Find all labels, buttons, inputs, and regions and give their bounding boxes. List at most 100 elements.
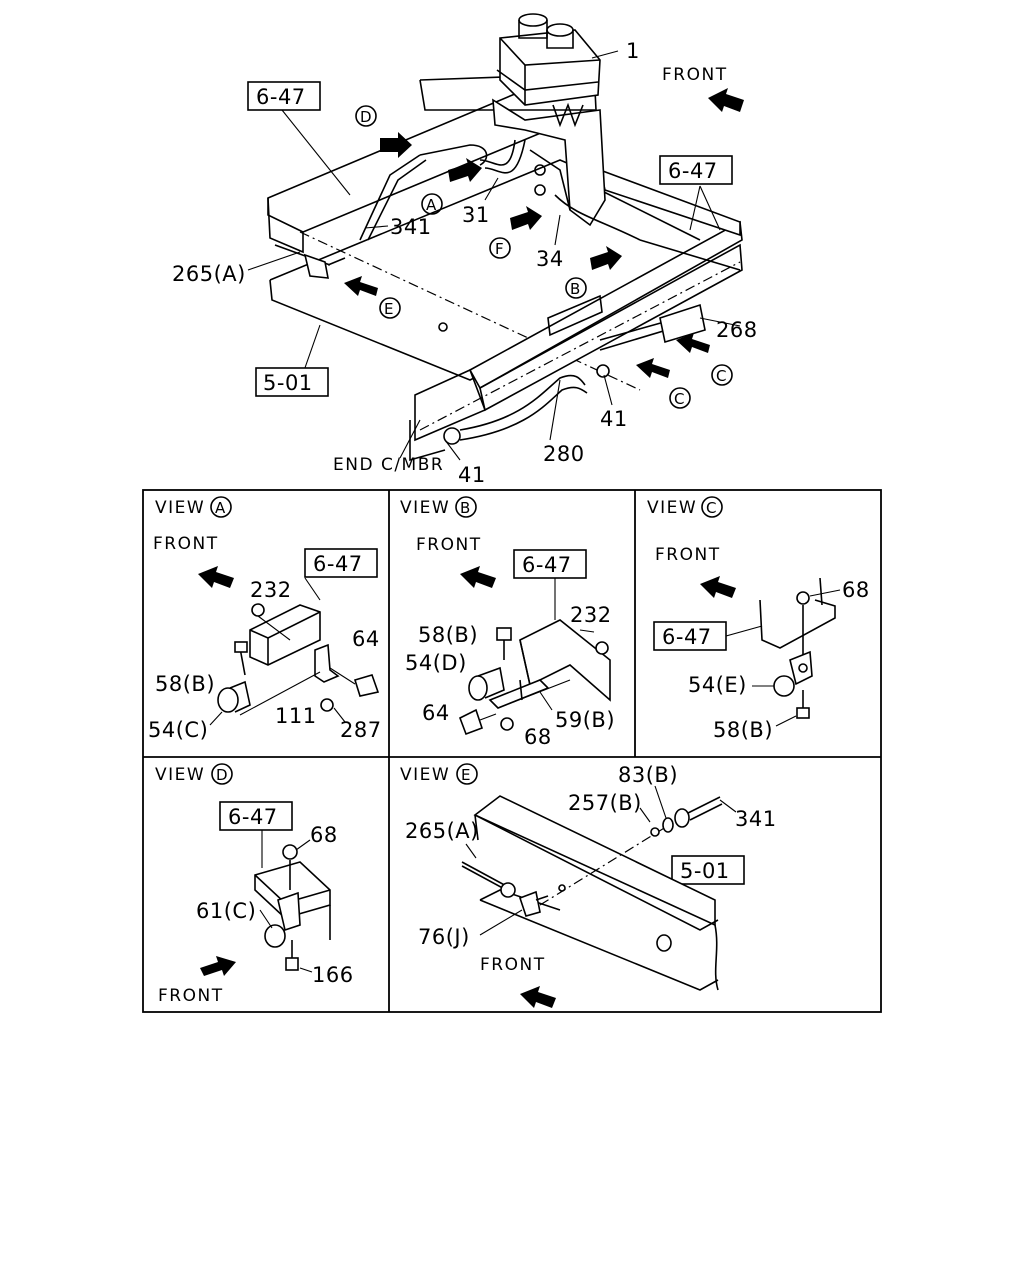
label-part-268: 268 [716,318,758,342]
circled-letter-icon [489,237,511,259]
cross-member-front [468,220,743,390]
reservoir-tank [492,13,606,227]
label-part-58b: 58(B) [713,718,773,742]
label-part-68: 68 [842,578,870,602]
front-label: FRONT [416,535,482,555]
label-ref-6-47: 6-47 [668,159,718,183]
circled-letter-icon [565,277,587,299]
front-arrow-icon [708,88,744,112]
ref-label: 6-47 [228,805,278,829]
circled-letter-icon [455,496,477,518]
panel-view-b: VIEW B FRONT 6-47 232 58(B) 54(D) 64 68 … [400,496,615,749]
front-arrow-icon [460,566,496,588]
label-part-59b: 59(B) [555,708,615,732]
panel-view-c: VIEW C FRONT 6-47 68 54(E) 58(B) [647,496,870,742]
front-arrow-icon [200,956,236,976]
front-arrow-icon [520,986,556,1008]
label-part-232: 232 [250,578,292,602]
view-arrow-icon [510,206,542,230]
panel-view-a: VIEW A FRONT 6-47 232 64 58(B) 54(C) 111… [148,496,382,742]
ref-label: 5-01 [680,859,730,883]
ref-box-6-47 [219,801,293,831]
circled-letter-icon [211,763,233,785]
label-ref-5-01: 5-01 [263,371,313,395]
label-view-c: C [674,390,684,408]
circled-letter-icon [355,105,377,127]
label-part-83b: 83(B) [618,763,678,787]
label-view-a: A [426,196,437,214]
label-part-166: 166 [312,963,354,987]
ref-label: 6-47 [522,553,572,577]
ref-box-6-47 [513,549,587,579]
view-arrow-icon [676,333,710,353]
pipe-341 [359,154,421,241]
label-part-34: 34 [536,247,564,271]
view-arrow-icon [344,276,378,296]
ref-box-6-47 [247,81,321,111]
label-part-61c: 61(C) [196,899,256,923]
label-ref-6-47: 6-47 [256,85,306,109]
label-part-265a: 265(A) [405,819,479,843]
view-title-letter: E [461,766,470,784]
label-part-68: 68 [310,823,338,847]
label-part-111: 111 [275,704,317,728]
label-part-265a: 265(A) [172,262,246,286]
view-arrow-icon [590,246,622,270]
view-arrow-icon [636,358,670,378]
label-part-41: 41 [458,463,486,487]
view-title-word: VIEW [647,498,697,518]
view-title-word: VIEW [155,498,205,518]
label-part-280: 280 [543,442,585,466]
ref-box-6-47 [653,621,727,651]
label-part-41: 41 [600,407,628,431]
label-part-54c: 54(C) [148,718,208,742]
label-part-58b: 58(B) [418,623,478,647]
front-label: FRONT [655,545,721,565]
main-assembly: 1 FRONT 6-47 6-47 D A F B E C C 31 341 3… [172,13,758,487]
ref-box-5-01 [671,855,745,885]
circled-letter-icon [701,496,723,518]
label-part-341: 341 [735,807,777,831]
ref-box-6-47 [659,155,733,185]
hose-34 [554,194,641,241]
view-title-letter: C [706,499,716,517]
front-arrow-icon [198,566,234,588]
label-part-54d: 54(D) [405,651,467,675]
view-title-letter: D [216,766,228,784]
label-part-68: 68 [524,725,552,749]
front-label: FRONT [158,986,224,1006]
circled-letter-icon [421,193,443,215]
ref-label: 6-47 [662,625,712,649]
label-part-287: 287 [340,718,382,742]
label-part-64: 64 [422,701,450,725]
label-view-c: C [716,367,726,385]
panel-view-d: VIEW D 6-47 68 61(C) 166 FRONT [155,763,354,1006]
label-view-b: B [570,280,580,298]
label-part-1: 1 [626,39,640,63]
label-view-d: D [360,108,372,126]
circled-letter-icon [711,364,733,386]
front-label: FRONT [480,955,546,975]
label-front: FRONT [662,65,728,85]
detail-views-grid [142,489,882,1013]
circled-letter-icon [210,496,232,518]
panel-view-e: VIEW E 83(B) 257(B) 341 265(A) 5-01 76(J… [400,763,777,1008]
label-part-232: 232 [570,603,612,627]
view-title-word: VIEW [400,765,450,785]
label-part-64: 64 [352,627,380,651]
view-title-word: VIEW [400,498,450,518]
circled-letter-icon [669,387,691,409]
view-arrow-icon [448,158,482,182]
label-view-f: F [495,240,504,258]
ref-box-5-01 [255,367,329,397]
label-part-76j: 76(J) [418,925,470,949]
circled-letter-icon [379,297,401,319]
label-part-257b: 257(B) [568,791,642,815]
view-title-letter: B [460,499,470,517]
label-view-e: E [384,300,393,318]
front-label: FRONT [153,534,219,554]
label-part-54e: 54(E) [688,673,747,697]
circled-letter-icon [456,763,478,785]
tank-bracket [492,98,606,227]
